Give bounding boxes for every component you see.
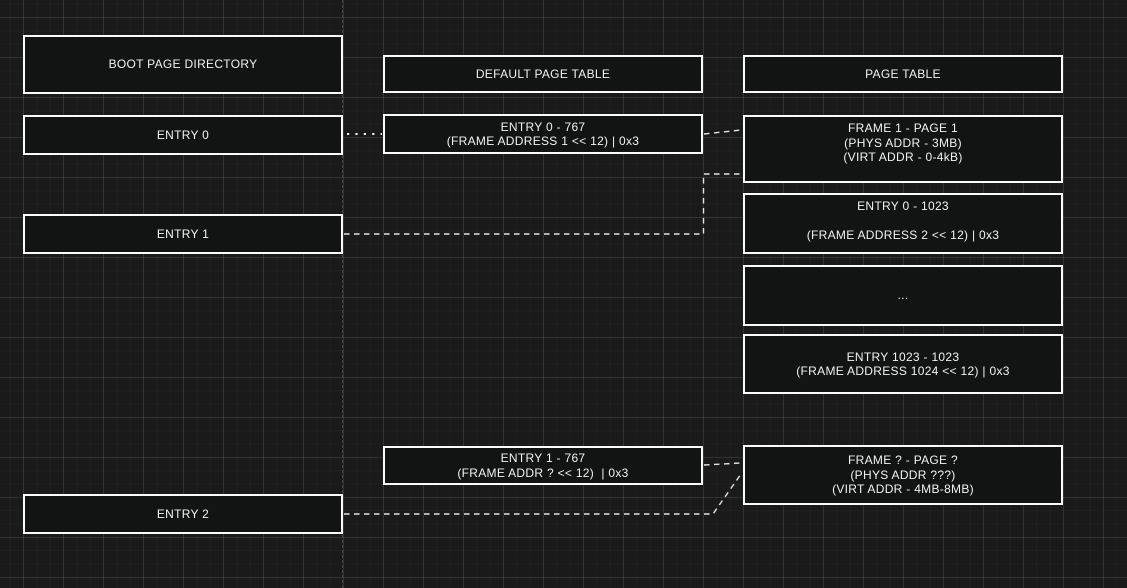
pt-entry-1023-line-2: (FRAME ADDRESS 1024 << 12) | 0x3: [796, 364, 1010, 378]
default-entry-1-767[interactable]: ENTRY 1 - 767 (FRAME ADDR ? << 12) | 0x3: [383, 446, 703, 485]
boot-page-directory-header[interactable]: BOOT PAGE DIRECTORY: [23, 35, 343, 94]
connector-default-entry1-to-frameq: [703, 462, 742, 466]
frame-q-page-q[interactable]: FRAME ? - PAGE ? (PHYS ADDR ???) (VIRT A…: [743, 445, 1063, 505]
default-entry-1-line-1: ENTRY 1 - 767: [500, 451, 586, 465]
boot-entry-0[interactable]: ENTRY 0: [23, 115, 343, 155]
frame-1-line-2: (PHYS ADDR - 3MB): [844, 135, 962, 150]
default-entry-0-767[interactable]: ENTRY 0 - 767 (FRAME ADDRESS 1 << 12) | …: [383, 114, 703, 154]
pt-ellipsis-label: ...: [897, 288, 909, 303]
page-table-header[interactable]: PAGE TABLE: [743, 55, 1063, 93]
frame-q-line-1: FRAME ? - PAGE ?: [848, 453, 958, 468]
frame-1-line-3: (VIRT ADDR - 0-4kB): [843, 150, 963, 164]
boot-entry-1[interactable]: ENTRY 1: [23, 214, 343, 254]
boot-entry-0-label: ENTRY 0: [156, 127, 210, 142]
default-page-table-title: DEFAULT PAGE TABLE: [475, 66, 611, 81]
boot-page-directory-title: BOOT PAGE DIRECTORY: [108, 57, 258, 72]
boot-entry-2-label: ENTRY 2: [156, 506, 210, 521]
pt-entry-1023-line-1: ENTRY 1023 - 1023: [846, 349, 960, 364]
connector-entry1-to-frame1: [344, 173, 741, 235]
connector-default-entry0-to-frame1: [703, 129, 742, 135]
pt-entry-0-line-3: (FRAME ADDRESS 2 << 12) | 0x3: [806, 228, 1000, 242]
boot-entry-2[interactable]: ENTRY 2: [23, 494, 343, 534]
pt-entry-0-line-2: [745, 214, 1061, 229]
frame-q-line-3: (VIRT ADDR - 4MB-8MB): [832, 482, 974, 497]
frame-1-line-1: FRAME 1 - PAGE 1: [848, 121, 958, 135]
frame-q-line-2: (PHYS ADDR ???): [850, 467, 956, 482]
pt-ellipsis[interactable]: ...: [743, 265, 1063, 326]
default-entry-0-line-1: ENTRY 0 - 767: [500, 119, 586, 134]
default-page-table-header[interactable]: DEFAULT PAGE TABLE: [383, 55, 703, 93]
pt-entry-1023-1023[interactable]: ENTRY 1023 - 1023 (FRAME ADDRESS 1024 <<…: [743, 334, 1063, 394]
boot-entry-1-label: ENTRY 1: [156, 226, 210, 241]
pt-entry-0-1023[interactable]: ENTRY 0 - 1023 (FRAME ADDRESS 2 << 12) |…: [743, 193, 1063, 254]
frame-1-page-1[interactable]: FRAME 1 - PAGE 1 (PHYS ADDR - 3MB) (VIRT…: [743, 115, 1063, 183]
default-entry-1-line-2: (FRAME ADDR ? << 12) | 0x3: [457, 465, 629, 480]
pt-entry-0-line-1: ENTRY 0 - 1023: [857, 199, 949, 213]
default-entry-0-line-2: (FRAME ADDRESS 1 << 12) | 0x3: [446, 134, 640, 148]
page-table-title: PAGE TABLE: [865, 66, 941, 81]
